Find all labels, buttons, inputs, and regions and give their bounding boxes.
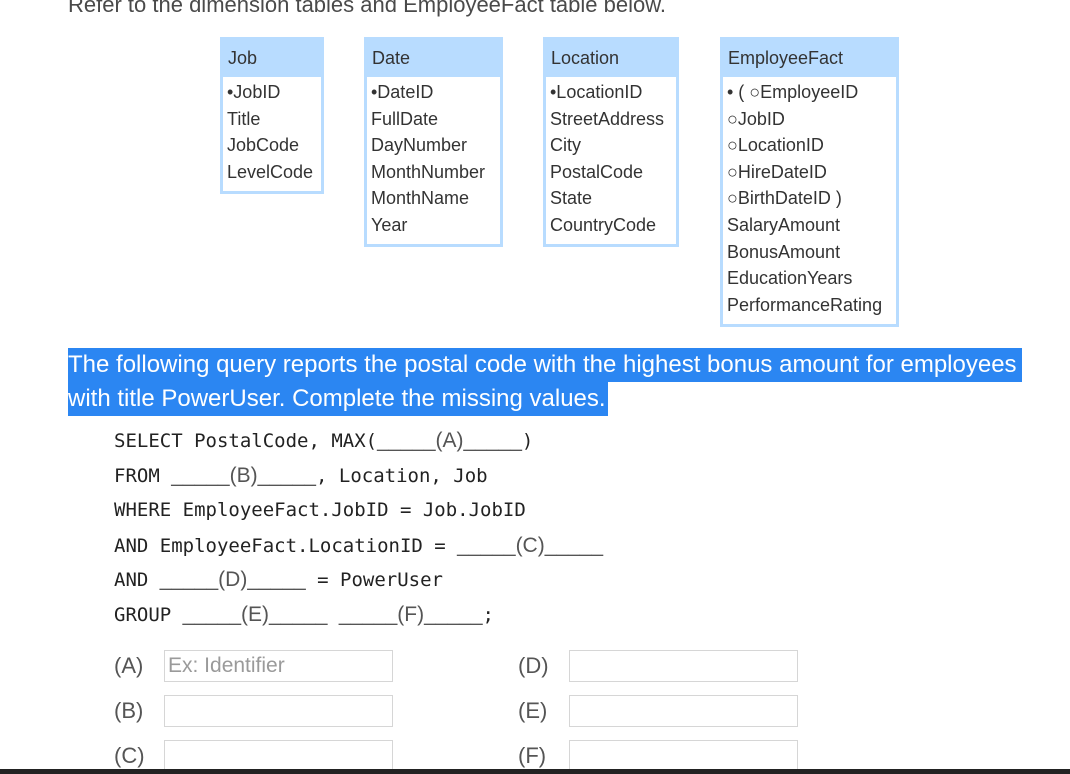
question-line-1: The following query reports the postal c… xyxy=(68,348,1022,382)
field-dateid: •DateID xyxy=(371,82,434,102)
date-table: Date •DateID FullDate DayNumber MonthNum… xyxy=(364,37,503,247)
sql-line-from: FROM _____(B)_____, Location, Job xyxy=(114,464,488,488)
field-monthname: MonthName xyxy=(371,188,470,209)
sql-select-text: SELECT PostalCode, MAX( xyxy=(114,430,378,452)
blank-c: _____(C)_____ xyxy=(457,534,604,557)
bottom-edge-bar xyxy=(0,769,1070,774)
field-city: City xyxy=(550,135,581,156)
field-state: State xyxy=(550,188,593,209)
sql-line-and-title: AND _____(D)_____ = PowerUser xyxy=(114,568,443,592)
sql-line-where: WHERE EmployeeFact.JobID = Job.JobID xyxy=(114,499,526,521)
location-table: Location •LocationID StreetAddress City … xyxy=(543,37,679,247)
field-postalcode: PostalCode xyxy=(550,161,644,182)
answer-input-a[interactable] xyxy=(164,650,393,682)
sql-poweruser-text: = PowerUser xyxy=(305,569,443,591)
sql-line-group: GROUP _____(E)_____ _____(F)_____; xyxy=(114,603,494,627)
blank-a: _____(A)_____ xyxy=(377,429,522,452)
field-year: Year xyxy=(371,214,408,235)
question-line-2: with title PowerUser. Complete the missi… xyxy=(68,382,608,416)
date-table-header: Date xyxy=(367,40,500,77)
field-fk-locationid: ○LocationID xyxy=(727,135,824,156)
sql-and-text: AND xyxy=(114,569,160,591)
field-fulldate: FullDate xyxy=(371,108,439,129)
answer-label-e: (E) xyxy=(518,698,548,723)
field-educationyears: EducationYears xyxy=(727,268,853,289)
sql-select-close: ) xyxy=(521,430,534,452)
blank-b: _____(B)_____ xyxy=(171,464,316,487)
field-monthnumber: MonthNumber xyxy=(371,161,486,182)
field-locationid: •LocationID xyxy=(550,82,643,102)
field-hiredateid: ○HireDateID xyxy=(727,161,827,182)
job-table-fields: •JobID Title JobCode LevelCode xyxy=(223,77,321,191)
answer-label-a: (A) xyxy=(114,653,144,678)
instructions-text: Refer to the dimension tables and Employ… xyxy=(68,0,667,17)
job-table-header: Job xyxy=(223,40,321,77)
location-table-header: Location xyxy=(546,40,676,77)
answer-input-c[interactable] xyxy=(164,740,393,772)
employeefact-table-header: EmployeeFact xyxy=(723,40,896,77)
field-daynumber: DayNumber xyxy=(371,135,468,156)
employeefact-table: EmployeeFact • ( ○EmployeeID ○JobID ○Loc… xyxy=(720,37,899,327)
answer-label-d: (D) xyxy=(518,653,549,678)
answer-input-d[interactable] xyxy=(569,650,798,682)
sql-and-location-text: AND EmployeeFact.LocationID = xyxy=(114,535,458,557)
blank-f: _____(F)_____ xyxy=(338,603,483,626)
field-countrycode: CountryCode xyxy=(550,214,657,235)
field-performancerating: PerformanceRating xyxy=(727,294,883,315)
employeefact-table-fields: • ( ○EmployeeID ○JobID ○LocationID ○Hire… xyxy=(723,77,896,324)
field-birthdateid: ○BirthDateID ) xyxy=(727,188,842,209)
sql-group-text: GROUP xyxy=(114,604,183,626)
sql-from-tables: , Location, Job xyxy=(316,465,488,487)
answer-input-b[interactable] xyxy=(164,695,393,727)
sql-line-select: SELECT PostalCode, MAX(_____(A)_____) xyxy=(114,429,533,453)
field-bonusamount: BonusAmount xyxy=(727,241,841,262)
sql-from-text: FROM xyxy=(114,465,172,487)
field-jobcode: JobCode xyxy=(227,135,300,156)
field-salaryamount: SalaryAmount xyxy=(727,214,841,235)
sql-semicolon: ; xyxy=(482,604,494,626)
job-table: Job •JobID Title JobCode LevelCode xyxy=(220,37,324,194)
field-fk-jobid: ○JobID xyxy=(727,108,785,129)
answer-label-c: (C) xyxy=(114,743,145,768)
question-text: The following query reports the postal c… xyxy=(68,348,1022,416)
location-table-fields: •LocationID StreetAddress City PostalCod… xyxy=(546,77,676,244)
blank-d: _____(D)_____ xyxy=(159,568,306,591)
field-title: Title xyxy=(227,108,261,129)
field-streetaddress: StreetAddress xyxy=(550,108,665,129)
answer-label-f: (F) xyxy=(518,743,547,768)
date-table-fields: •DateID FullDate DayNumber MonthNumber M… xyxy=(367,77,500,244)
field-employeeid: • ( ○EmployeeID xyxy=(727,82,859,102)
answer-label-b: (B) xyxy=(114,698,144,723)
field-levelcode: LevelCode xyxy=(227,161,314,182)
answer-input-f[interactable] xyxy=(569,740,798,772)
field-jobid: •JobID xyxy=(227,82,281,102)
answer-input-e[interactable] xyxy=(569,695,798,727)
blank-e: _____(E)_____ xyxy=(182,603,328,626)
sql-line-and-location: AND EmployeeFact.LocationID = _____(C)__… xyxy=(114,534,603,558)
